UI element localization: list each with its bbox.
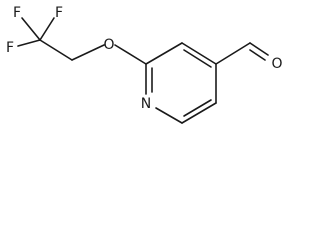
bond-c3-c4 [181,42,217,65]
bond-c-f-top-left [21,17,41,41]
bond-c2-c3 [145,42,183,65]
bond-c-f-top-right [39,17,55,41]
fluorine-top-right-label: F [55,5,63,21]
ring-nitrogen-label: N [141,96,151,112]
bond-c4-cho [215,42,251,65]
chemical-structure-diagram: F F F O N O [6,5,283,124]
bond-ch2-o [71,44,105,61]
bond-o-ring [114,44,147,65]
ether-oxygen-label: O [103,37,114,53]
bond-c3-c4-inner [183,49,212,68]
bond-c5-c6-inner [183,99,212,117]
bond-cho-o-inner [249,49,266,61]
fluorine-left-label: F [6,40,14,56]
bond-c6-n [155,107,183,124]
bond-c-f-left [17,39,41,47]
aldehyde-oxygen-label: O [271,56,282,72]
bond-c5-c6 [181,102,217,124]
bond-cf3-ch2 [39,39,73,61]
bond-cho-o [249,42,269,56]
fluorine-top-left-label: F [13,5,21,21]
